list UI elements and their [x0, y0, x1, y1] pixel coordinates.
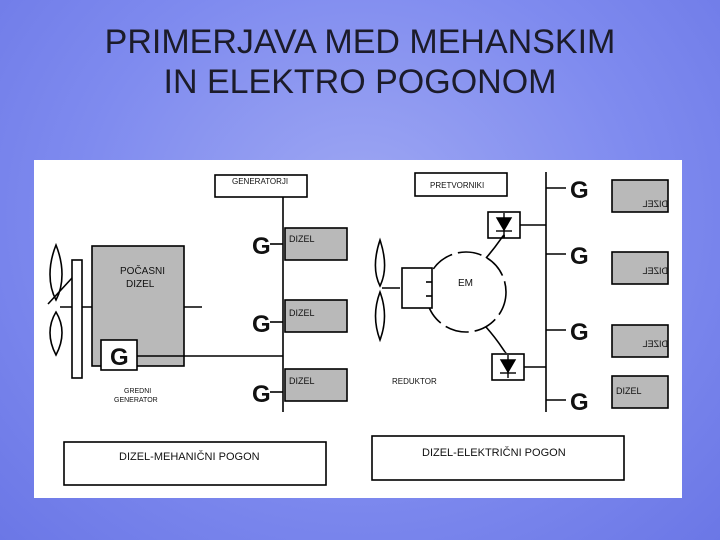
title-line-2: IN ELEKTRO POGONOM	[163, 63, 557, 101]
generator-icon: G	[570, 319, 589, 346]
diesel-label-mirrored: DIZEL	[642, 199, 668, 209]
generator-icon: G	[570, 177, 589, 204]
diesel-label: DIZEL	[289, 308, 315, 318]
converters-label: PRETVORNIKI	[430, 181, 484, 190]
shaft-generator-label-1: GREDNI	[124, 388, 151, 395]
electric-motor-label: EM	[458, 278, 473, 289]
title-line-1: PRIMERJAVA MED MEHANSKIM	[104, 23, 616, 61]
slow-diesel-label-1: POČASNI	[120, 264, 165, 277]
converter-icon-bottom	[499, 355, 517, 378]
generator-icon: G	[570, 389, 589, 416]
generator-icon: G	[252, 311, 271, 338]
gearbox-label: REDUKTOR	[392, 377, 437, 386]
generators-label: GENERATORJI	[232, 177, 288, 186]
diesel-label: DIZEL	[616, 386, 642, 396]
diesel-label: DIZEL	[289, 234, 315, 244]
diesel-label-mirrored: DIZEL	[642, 266, 668, 276]
generator-icon: G	[252, 381, 271, 408]
generator-icon: G	[570, 243, 589, 270]
generator-icon: G	[252, 233, 271, 260]
shaft-generator-label-2: GENERATOR	[114, 397, 158, 404]
diesel-label: DIZEL	[289, 376, 315, 386]
converter-icon-top	[495, 213, 513, 236]
electric-drive-label: DIZEL-ELEKTRIČNI POGON	[422, 446, 566, 459]
slide-title: PRIMERJAVA MED MEHANSKIM IN ELEKTRO POGO…	[0, 22, 720, 102]
slow-diesel-label-2: DIZEL	[126, 279, 155, 290]
shaft-generator-icon: G	[110, 344, 129, 371]
diesel-label-mirrored: DIZEL	[642, 339, 668, 349]
mechanical-drive-label: DIZEL-MEHANIČNI POGON	[119, 450, 260, 463]
